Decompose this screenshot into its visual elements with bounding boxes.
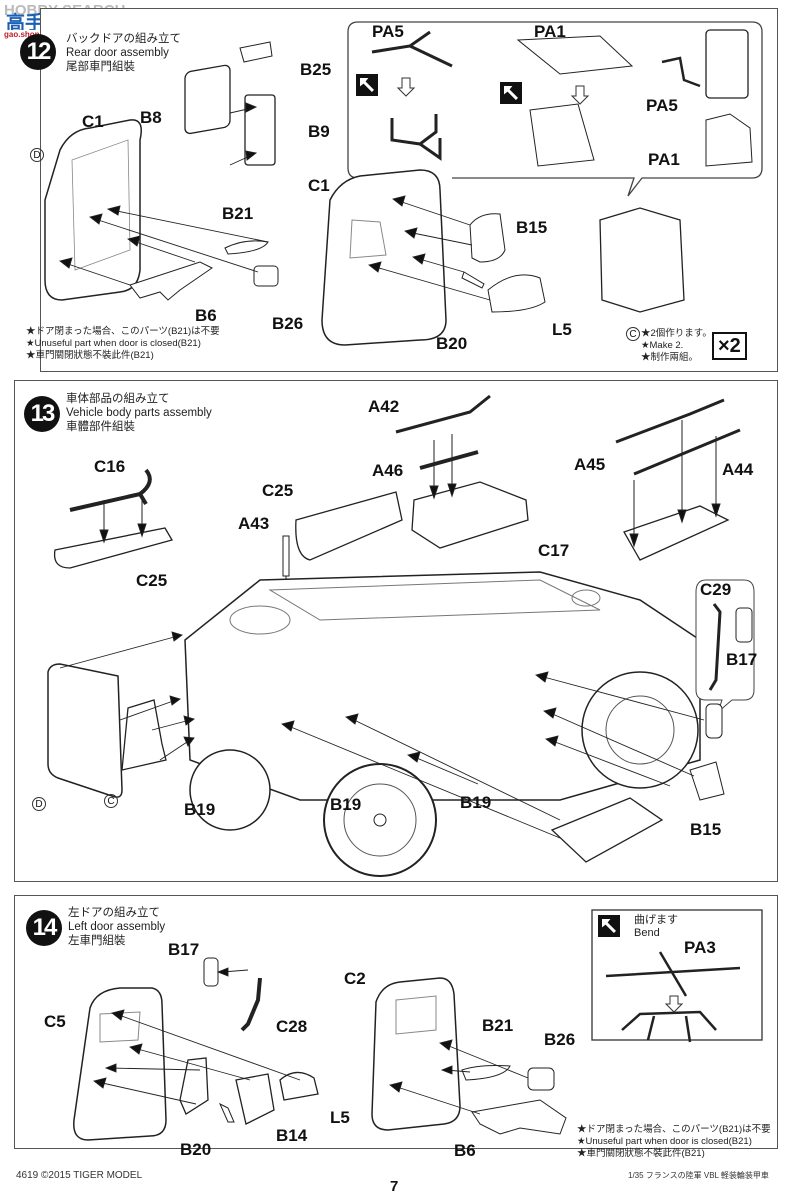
bend-box-caption: 曲げます Bend	[634, 914, 678, 939]
title-cn: 尾部車門組裝	[66, 61, 135, 73]
part-label: A44	[722, 460, 754, 479]
title-cn: 車體部件組裝	[66, 421, 135, 433]
step-12-title: バックドアの組み立て Rear door assembly 尾部車門組裝	[66, 32, 181, 74]
circle-mark: D	[30, 148, 44, 162]
part-label: C1	[82, 112, 104, 131]
title-en: Rear door assembly	[66, 47, 169, 59]
part-label: B6	[454, 1141, 476, 1160]
part-label: B21	[482, 1016, 514, 1035]
part-label: B15	[690, 820, 722, 839]
part-label: B25	[300, 60, 332, 79]
part-label: C5	[44, 1012, 66, 1031]
part-label: B20	[436, 334, 468, 353]
part-label: B19	[184, 800, 216, 819]
multiplier-badge: ×2	[712, 332, 747, 360]
circle-mark: C	[104, 794, 118, 808]
title-en: Vehicle body parts assembly	[66, 407, 212, 419]
part-label: B19	[330, 795, 362, 814]
part-label: A43	[238, 514, 270, 533]
part-label: C1	[308, 176, 330, 195]
bend-icon	[356, 74, 378, 96]
step-13-title: 車体部品の組み立て Vehicle body parts assembly 車體…	[66, 392, 212, 434]
part-label: B14	[276, 1126, 308, 1145]
circle-mark: C	[626, 327, 640, 341]
title-jp: バックドアの組み立て	[66, 33, 181, 45]
title-jp: 左ドアの組み立て	[68, 907, 160, 919]
part-label: PA1	[534, 22, 566, 41]
part-label: L5	[330, 1108, 350, 1127]
part-label: B15	[516, 218, 548, 237]
part-label: C28	[276, 1017, 308, 1036]
title-jp: 車体部品の組み立て	[66, 393, 170, 405]
step-14-notes: ★ドア閉まった場合、このパーツ(B21)は不要 ★Unuseful part w…	[577, 1124, 771, 1159]
bend-icon	[500, 82, 522, 104]
make-two-notes: ★2個作ります。 ★Make 2. ★制作兩組。	[641, 328, 712, 363]
part-label: A46	[372, 461, 404, 480]
part-label: C25	[136, 571, 168, 590]
part-label: C2	[344, 969, 366, 988]
part-label: B26	[544, 1030, 576, 1049]
part-label: B9	[308, 122, 330, 141]
title-cn: 左車門組裝	[68, 935, 126, 947]
title-en: Left door assembly	[68, 921, 166, 933]
part-label: C25	[262, 481, 294, 500]
part-label: C29	[700, 580, 732, 599]
part-label: B6	[195, 306, 217, 325]
step-13-badge: 13	[24, 396, 60, 432]
step-12-notes: ★ドア閉まった場合、このパーツ(B21)は不要 ★Unuseful part w…	[26, 326, 220, 361]
page-number: 7	[390, 1178, 399, 1195]
part-label: B19	[460, 793, 492, 812]
part-label: B20	[180, 1140, 212, 1159]
part-label: L5	[552, 320, 572, 339]
part-label: A45	[574, 455, 606, 474]
footer-product-name: 1/35 フランスの陸軍 VBL 軽装輪装甲車	[628, 1171, 769, 1180]
part-label: PA5	[646, 96, 678, 115]
part-label: A42	[368, 397, 400, 416]
part-label: PA1	[648, 150, 680, 169]
part-label: B26	[272, 314, 304, 333]
part-label: PA3	[684, 938, 716, 957]
part-label: C16	[94, 457, 126, 476]
circle-mark: D	[32, 797, 46, 811]
part-label: B8	[140, 108, 162, 127]
part-label: PA5	[372, 22, 404, 41]
part-label: B17	[726, 650, 758, 669]
bend-icon	[598, 915, 620, 937]
part-label: B21	[222, 204, 254, 223]
step-14-badge: 14	[26, 910, 62, 946]
part-label: B17	[168, 940, 200, 959]
footer-copyright: 4619 ©2015 TIGER MODEL	[16, 1170, 143, 1181]
part-label: C17	[538, 541, 570, 560]
step-12-badge: 12	[20, 34, 56, 70]
step-14-title: 左ドアの組み立て Left door assembly 左車門組裝	[68, 906, 165, 948]
